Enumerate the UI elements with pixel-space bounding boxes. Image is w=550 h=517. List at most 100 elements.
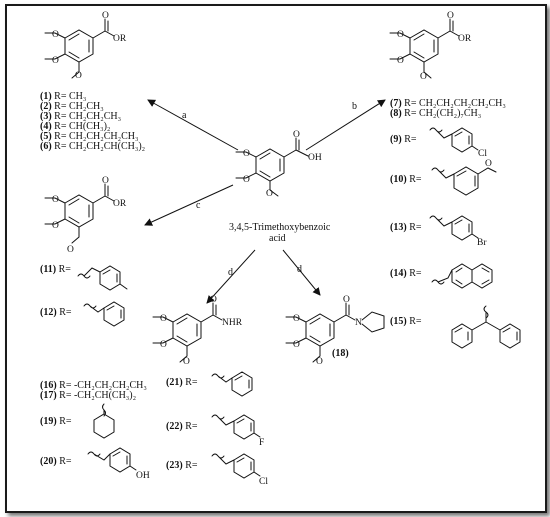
compound-18-label: (18) bbox=[332, 348, 349, 359]
substituent-19: (19) R= bbox=[40, 403, 115, 439]
atom-N: N bbox=[355, 318, 362, 328]
arrow-d1 bbox=[206, 249, 256, 304]
substituent-10: (10) R= O bbox=[390, 159, 497, 196]
substituent-14: (14) R= bbox=[390, 263, 493, 289]
central-acid-structure: O O O O OH bbox=[235, 130, 322, 199]
amide-NHR: NHR bbox=[222, 318, 243, 328]
pyrrolidine-amide-structure: O O O O N bbox=[285, 295, 385, 367]
substituent-formula: R= CH₂CH₂CH(CH₃)₂ bbox=[52, 141, 145, 152]
series-b-list: (7) R= CH₂CH₂CH₂CH₂CH₃(8) R= CH₂(CH₂)₇CH… bbox=[390, 98, 506, 119]
atom-O: O bbox=[316, 357, 323, 367]
svg-text:(11) R=: (11) R= bbox=[40, 264, 71, 275]
atom-O: O bbox=[243, 149, 250, 159]
atom-O: O bbox=[447, 11, 454, 21]
amide-structure: O O O O NHR bbox=[152, 295, 243, 367]
atom-O: O bbox=[397, 56, 404, 66]
substituent-formula: R= CH₂CH₂CH₂CH₃ bbox=[52, 131, 139, 142]
step-b: b bbox=[352, 101, 357, 112]
arrow-a bbox=[147, 99, 239, 151]
substituent-9: (9) R= Cl bbox=[390, 127, 487, 159]
compound-8: (8) R= CH₂(CH₂)₇CH₃ bbox=[390, 108, 481, 119]
atom-O: O bbox=[52, 30, 59, 40]
series-a-list: (1) R= CH₃(2) R= CH₂CH₃(3) R= CH₂CH₂CH₃(… bbox=[40, 91, 145, 152]
bromine-label: Br bbox=[477, 238, 487, 248]
scheme-frame bbox=[5, 4, 547, 513]
svg-text:(22) R=: (22) R= bbox=[166, 421, 198, 432]
ester-structure-a: O O O O OR bbox=[44, 11, 127, 81]
series-d-list: (16) R= -CH₂CH₂CH₂CH₃(17) R= -CH₂CH(CH₃)… bbox=[40, 380, 147, 401]
atom-O: O bbox=[75, 71, 82, 81]
substituent-formula: R= CH₂(CH₂)₇CH₃ bbox=[402, 108, 482, 119]
step-d2: d bbox=[297, 264, 302, 275]
substituent-formula: R= -CH₂CH(CH₃)₂ bbox=[57, 390, 136, 401]
ester-OR: OR bbox=[458, 34, 472, 44]
substituent-12: (12) R= bbox=[40, 301, 125, 327]
atom-O: O bbox=[52, 221, 59, 231]
compound-number: (6) bbox=[40, 141, 52, 152]
compound-17: (17) R= -CH₂CH(CH₃)₂ bbox=[40, 390, 136, 401]
step-c: c bbox=[196, 200, 201, 211]
svg-text:(15) R=: (15) R= bbox=[390, 316, 422, 327]
compound-number: (2) bbox=[40, 101, 52, 112]
svg-text:(20) R=: (20) R= bbox=[40, 456, 72, 467]
substituent-23: (23) R= Cl bbox=[166, 453, 268, 487]
substituent-21: (21) R= bbox=[166, 371, 253, 397]
compound-number: (8) bbox=[390, 108, 402, 119]
compound-16: (16) R= -CH₂CH₂CH₂CH₃ bbox=[40, 380, 147, 391]
svg-text:(9) R=: (9) R= bbox=[390, 134, 417, 145]
ester-OR: OR bbox=[113, 34, 127, 44]
svg-text:(23) R=: (23) R= bbox=[166, 460, 198, 471]
svg-text:(19) R=: (19) R= bbox=[40, 416, 72, 427]
compound-number: (3) bbox=[40, 111, 52, 122]
atom-O: O bbox=[397, 30, 404, 40]
substituent-22: (22) R= F bbox=[166, 414, 264, 448]
fluorine-label: F bbox=[259, 438, 264, 448]
svg-text:(13) R=: (13) R= bbox=[390, 222, 422, 233]
chlorine-label: Cl bbox=[259, 477, 268, 487]
arrow-c bbox=[144, 184, 234, 226]
substituent-13: (13) R= Br bbox=[390, 215, 487, 248]
compound-3: (3) R= CH₂CH₂CH₃ bbox=[40, 111, 121, 122]
atom-O: O bbox=[160, 314, 167, 324]
substituent-formula: R= CH₂CH₂CH₃ bbox=[52, 111, 121, 122]
chlorine-label: Cl bbox=[478, 149, 487, 159]
compound-5: (5) R= CH₂CH₂CH₂CH₃ bbox=[40, 131, 139, 142]
compound-2: (2) R= CH₂CH₃ bbox=[40, 101, 104, 112]
atom-O: O bbox=[293, 130, 300, 140]
ether-structure-c: O O O O OR bbox=[44, 176, 127, 255]
compound-1: (1) R= CH₃ bbox=[40, 91, 86, 102]
atom-O: O bbox=[293, 340, 300, 350]
atom-O: O bbox=[67, 245, 74, 255]
substituent-15: (15) R= bbox=[390, 305, 521, 349]
center-compound-name-2: acid bbox=[269, 233, 286, 244]
svg-text:(10) R=: (10) R= bbox=[390, 174, 422, 185]
substituent-formula: R= CH₂CH₂CH₂CH₂CH₃ bbox=[402, 98, 506, 109]
arrow-b bbox=[305, 99, 386, 151]
compound-4: (4) R= CH(CH₃)₂ bbox=[40, 121, 110, 132]
compound-number: (4) bbox=[40, 121, 52, 132]
atom-O: O bbox=[343, 295, 350, 305]
substituent-11: (11) R= bbox=[40, 264, 128, 291]
substituent-formula: R= CH₃ bbox=[52, 91, 87, 102]
compound-number: (1) bbox=[40, 91, 52, 102]
compound-number: (5) bbox=[40, 131, 52, 142]
step-d1: d bbox=[228, 267, 233, 278]
atom-O: O bbox=[102, 11, 109, 21]
hydroxyl-label: OH bbox=[308, 153, 322, 163]
atom-O: O bbox=[266, 189, 273, 199]
compound-6: (6) R= CH₂CH₂CH(CH₃)₂ bbox=[40, 141, 145, 152]
compound-number: (7) bbox=[390, 98, 402, 109]
substituent-20: (20) R= OH bbox=[40, 447, 150, 481]
compound-number: (16) bbox=[40, 380, 57, 391]
hydroxyl-label: OH bbox=[136, 471, 150, 481]
atom-O: O bbox=[210, 295, 217, 305]
ester-structure-b: O O O O OR bbox=[389, 11, 472, 82]
atom-O: O bbox=[485, 159, 492, 169]
svg-text:(21) R=: (21) R= bbox=[166, 377, 198, 388]
svg-text:(12) R=: (12) R= bbox=[40, 307, 72, 318]
atom-O: O bbox=[183, 357, 190, 367]
substituent-formula: R= CH₂CH₃ bbox=[52, 101, 104, 112]
compound-7: (7) R= CH₂CH₂CH₂CH₂CH₃ bbox=[390, 98, 506, 109]
ether-OR: OR bbox=[113, 199, 127, 209]
